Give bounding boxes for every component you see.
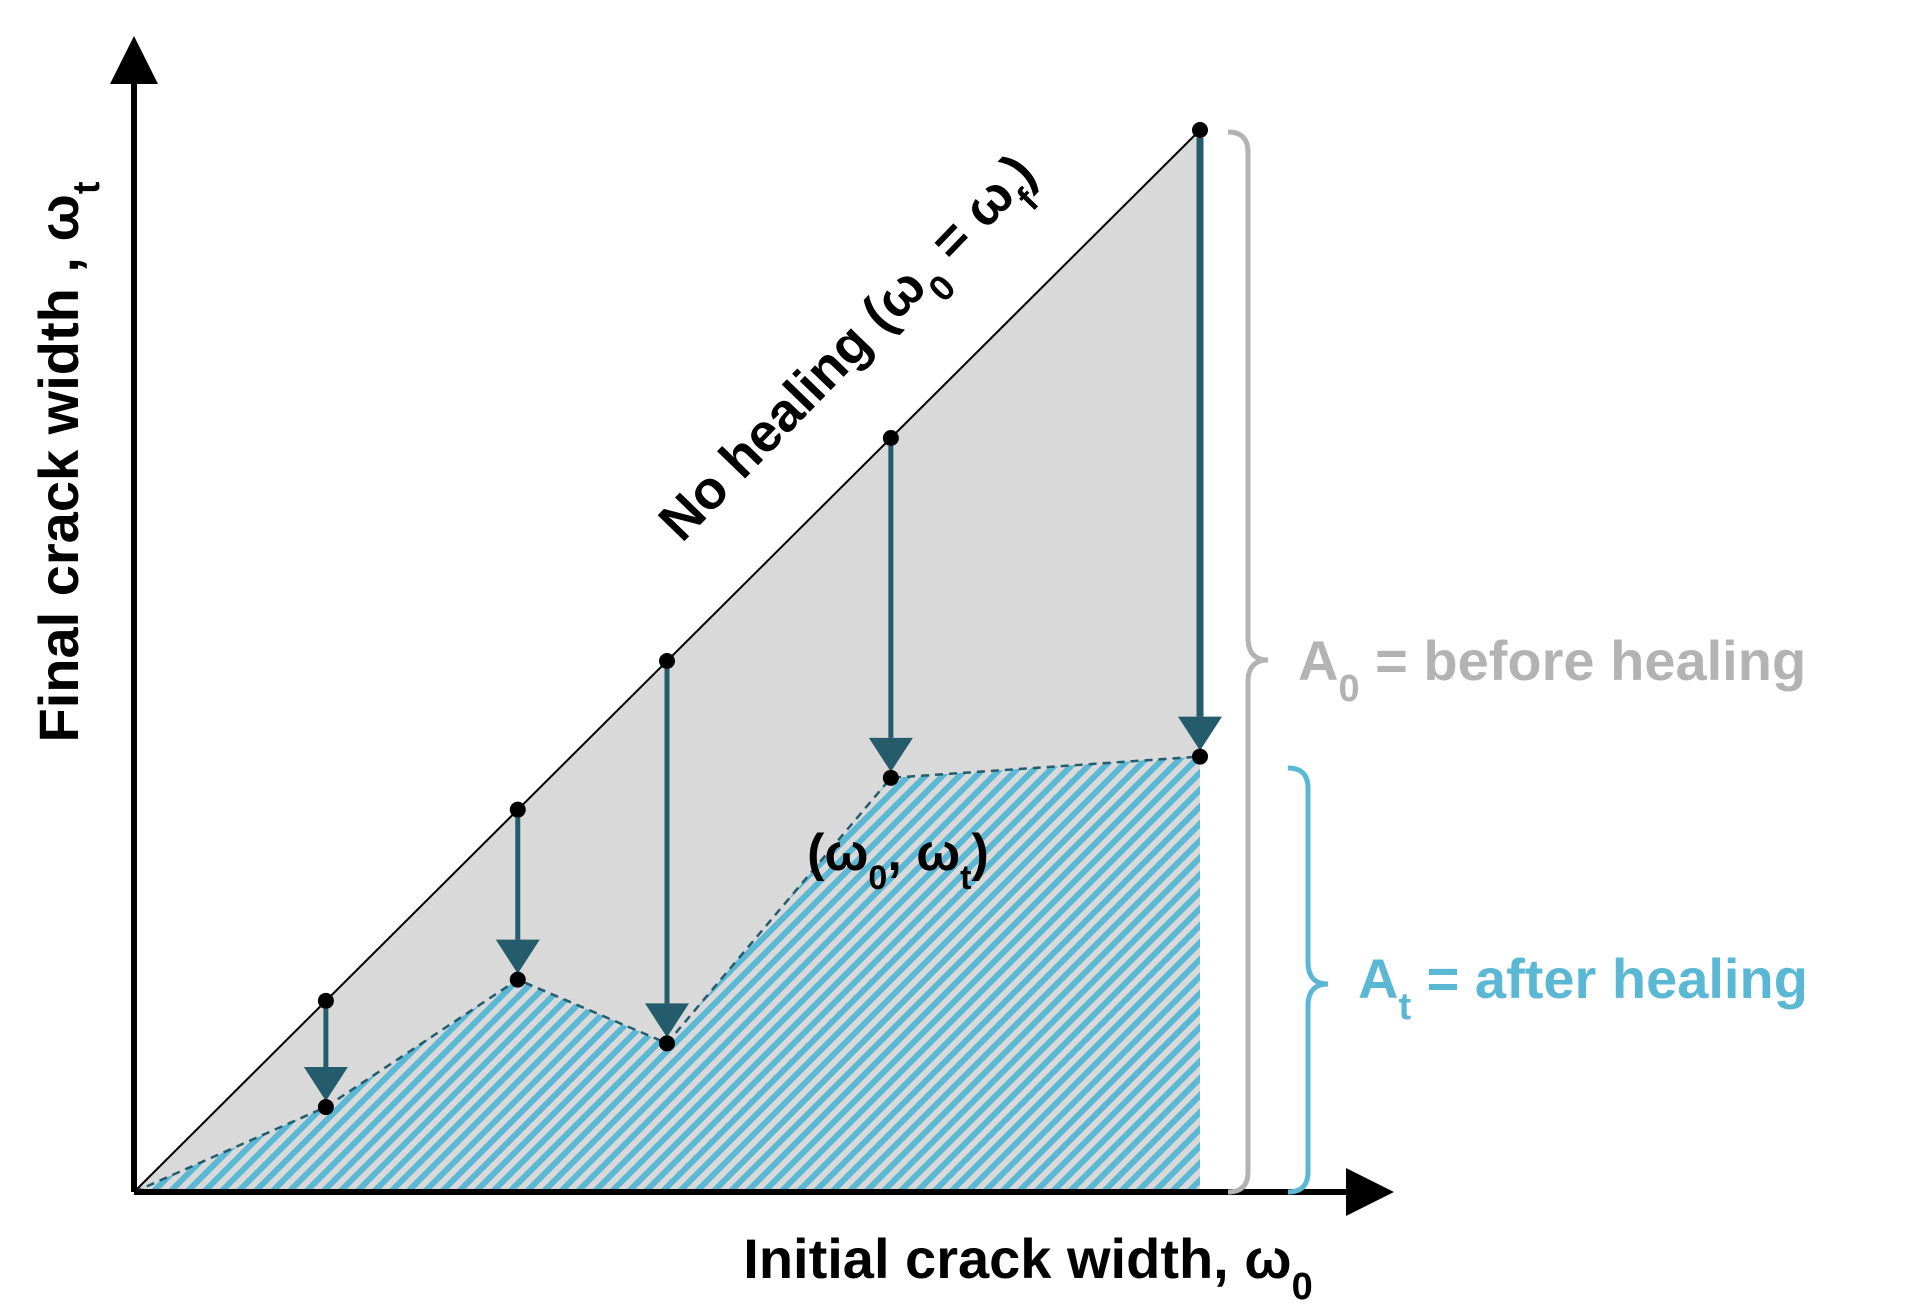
initial-point xyxy=(659,653,675,669)
area-after-label: At = after healing xyxy=(1358,947,1808,1028)
healed-point xyxy=(659,1035,675,1052)
marks-group xyxy=(303,122,1222,1116)
healing-arrow-head xyxy=(303,1067,348,1102)
brace-after-healing xyxy=(1287,765,1329,1195)
point-label: (ω0, ωt) xyxy=(807,824,989,897)
healed-point xyxy=(882,769,899,786)
healing-arrow-head xyxy=(868,737,913,772)
healed-point xyxy=(1192,748,1208,765)
initial-point xyxy=(509,801,526,818)
healing-arrow-head xyxy=(1178,716,1222,751)
healed-point xyxy=(317,1099,334,1116)
area-after-healing xyxy=(134,756,1200,1192)
x-axis-label: Initial crack width, ω0 xyxy=(743,1227,1312,1308)
healing-arrow-head xyxy=(645,1003,689,1038)
y-axis-label: Final crack width , ωt xyxy=(27,181,108,742)
initial-point xyxy=(317,992,334,1009)
area-before-label: A0 = before healing xyxy=(1298,629,1806,710)
initial-point xyxy=(882,429,899,446)
healed-curve xyxy=(133,755,1201,1194)
healing-arrow-head xyxy=(495,939,540,974)
brace-before-healing xyxy=(1227,129,1269,1195)
initial-point xyxy=(1192,122,1208,138)
healed-point xyxy=(509,971,526,988)
